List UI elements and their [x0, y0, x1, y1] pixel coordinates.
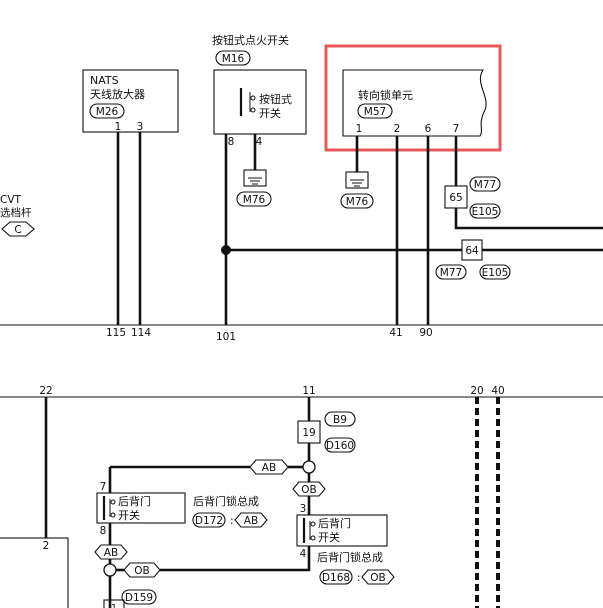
steering-lock-pin-7: 7: [453, 123, 460, 135]
assembly-left-color: AB: [244, 515, 258, 527]
switch-right-pin-3: 3: [300, 503, 307, 515]
junction-65-connector-1: M77: [474, 179, 496, 191]
svg-text:AB: AB: [262, 462, 276, 474]
cvt-line-1: CVT: [0, 194, 22, 206]
switch-left-line-1: 后背门: [118, 494, 151, 508]
bottom-connector-pill: [121, 589, 157, 605]
ignition-connector-pill: [215, 50, 251, 66]
junction-64-connector-2: E105: [482, 267, 509, 279]
svg-text:OB: OB: [301, 484, 316, 496]
switch-right-line-2: 开关: [318, 530, 340, 544]
fuse-connector-2: D160: [326, 440, 354, 452]
nats-connector-pill: [89, 103, 125, 119]
bus-101: 101: [216, 331, 236, 343]
junction-65-number: 65: [449, 192, 462, 204]
ignition-ground-box: [243, 169, 267, 187]
fuse-19: 19 B9 D160: [297, 411, 356, 453]
steering-lock-pin-2: 2: [394, 123, 401, 135]
ignition-label-1: 按钮式: [259, 92, 292, 106]
ignition-ground-connector: M76: [243, 194, 266, 206]
assembly-right-color: OB: [370, 572, 385, 584]
cvt-connector-hex: [1, 221, 35, 237]
cvt-connector: C: [14, 224, 21, 236]
nats-subtitle: 天线放大器: [90, 87, 145, 101]
switch-left-pin-7: 7: [100, 481, 107, 493]
nats-pin-1: 1: [115, 121, 122, 133]
wire-color-ab-left: [94, 544, 128, 560]
cvt-line-2: 选档杆: [0, 206, 32, 219]
fuse-number: 19: [302, 427, 315, 439]
steering-lock-connector-pill: [357, 103, 393, 119]
bus-11: 11: [302, 385, 315, 397]
bus-41: 41: [389, 327, 402, 339]
highlight-frame: [324, 44, 502, 152]
push-button-ignition-switch: 按钮式点火开关 M16 按钮式 开关 8 4 M76: [212, 33, 307, 207]
splice-open-bottom: [103, 563, 117, 577]
bus-90: 90: [419, 327, 432, 339]
nats-box: [82, 69, 179, 133]
switch-left-pin-8: 8: [100, 525, 107, 537]
cvt-selector: CVT 选档杆 C: [0, 194, 35, 237]
junction-64: 64 M77 E105: [435, 239, 511, 280]
steering-lock-pin-1: 1: [356, 123, 363, 135]
left-unit-box: [0, 537, 69, 608]
assembly-left-connector: D172: [195, 515, 223, 527]
steering-lock-connector: M57: [364, 106, 386, 118]
steering-ground-connector: M76: [346, 196, 369, 208]
ignition-label-2: 开关: [259, 106, 281, 120]
steering-lock-pin-6: 6: [425, 123, 432, 135]
splice-dot: [221, 245, 231, 255]
wire-color-ob-mid: [292, 481, 326, 497]
steering-lock-unit: 转向锁单元 M57 1 2 6 7 M76: [324, 44, 502, 209]
nats-connector: M26: [96, 106, 119, 118]
ignition-box: [213, 69, 307, 135]
bus-22: 22: [39, 385, 52, 397]
fuse-connector-1: B9: [333, 414, 347, 426]
steering-lock-box: [342, 69, 487, 137]
ignition-title: 按钮式点火开关: [212, 33, 289, 47]
steering-ground-pill: [340, 193, 374, 209]
bus-20: 20: [470, 385, 483, 397]
junction-64-connector-1: M77: [440, 267, 462, 279]
switch-right-line-1: 后背门: [318, 516, 351, 530]
switch-right-pin-4: 4: [300, 548, 307, 560]
left-unit-pin-2: 2: [43, 540, 50, 552]
svg-text::: :: [357, 572, 361, 584]
junction-64-number: 64: [465, 245, 479, 257]
svg-text:AB: AB: [104, 547, 118, 559]
steering-lock-label: 转向锁单元: [358, 88, 413, 102]
ignition-pin-8: 8: [228, 136, 235, 148]
ignition-ground-pill: [236, 191, 272, 207]
ignition-pin-4: 4: [256, 136, 263, 148]
bus-40: 40: [491, 385, 504, 397]
ignition-connector: M16: [222, 53, 245, 65]
bus-114: 114: [131, 327, 151, 339]
wire-color-ab-top: [249, 459, 289, 475]
junction-65: 65 M77 E105: [444, 176, 501, 219]
nats-pin-3: 3: [137, 121, 144, 133]
junction-65-connector-2: E105: [472, 206, 499, 218]
assembly-left-label: 后背门锁总成: [193, 494, 259, 508]
bottom-connector: D159: [125, 592, 153, 604]
splice-open-top: [302, 460, 316, 474]
assembly-right-connector: D168: [322, 572, 350, 584]
rear-door-switch-right: 3 后背门 开关 4: [296, 503, 388, 560]
rear-door-lock-assembly-right: 后背门锁总成 D168 : OB: [317, 550, 395, 585]
bottom-pin: 1: [111, 603, 117, 608]
switch-left-line-2: 开关: [118, 508, 140, 522]
svg-text::: :: [230, 515, 234, 527]
wire-steering-7-out: [454, 208, 603, 230]
assembly-right-label: 后背门锁总成: [317, 550, 383, 564]
steering-ground-box: [345, 171, 369, 189]
rear-door-lock-assembly-left: 后背门锁总成 D172 : AB: [192, 494, 268, 528]
nats-antenna-amplifier: NATS 天线放大器 M26 1 3: [82, 69, 179, 133]
nats-title: NATS: [90, 74, 119, 87]
svg-text:OB: OB: [134, 565, 149, 577]
bus-115: 115: [106, 327, 126, 339]
rear-door-switch-left: 7 后背门 开关 8: [96, 481, 186, 537]
